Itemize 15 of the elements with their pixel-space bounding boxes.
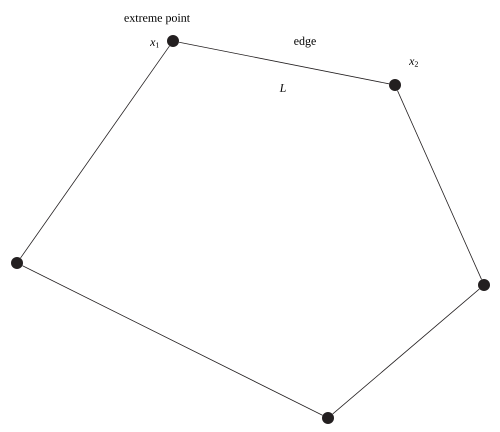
vertex-dot <box>389 79 401 91</box>
polygon-edge <box>397 90 482 280</box>
polygon-edge <box>178 42 390 84</box>
line-name: L <box>280 84 286 92</box>
vertex-label: x$_{2}$ <box>408 59 418 67</box>
vertex-label: extreme point <box>124 14 190 24</box>
polygon-edge <box>20 46 170 258</box>
vertex-dot <box>167 35 179 47</box>
vertex-dot <box>11 257 23 269</box>
polygon-edge <box>22 265 323 416</box>
vertex-dot <box>322 412 334 424</box>
polygon-edge <box>332 288 480 414</box>
vertex-dot <box>478 279 490 291</box>
edge-label: edge <box>294 36 316 48</box>
vertex-label: x$_{1}$ <box>150 40 159 48</box>
